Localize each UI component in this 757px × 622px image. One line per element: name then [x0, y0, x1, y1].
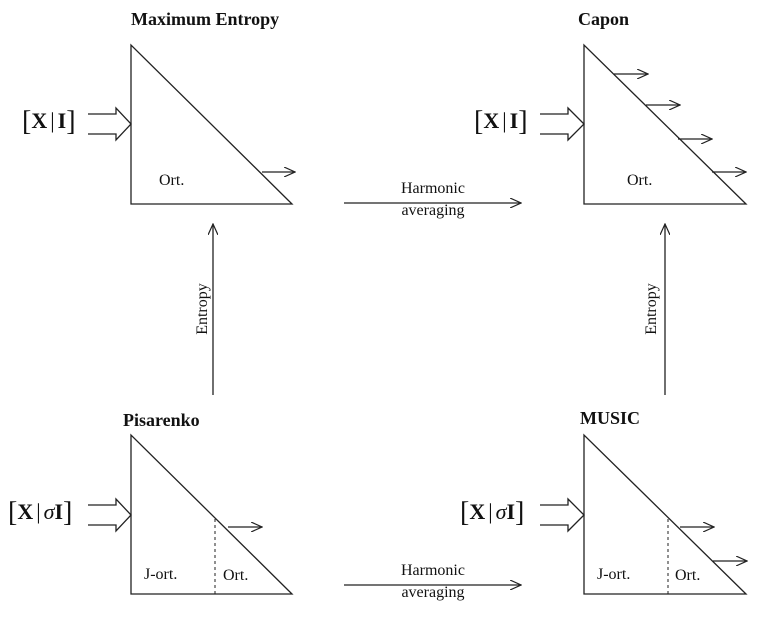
region-label-music-jort: J-ort.: [597, 566, 631, 583]
edge-bottom-label-line2: averaging: [401, 584, 465, 601]
region-label-max-entropy: Ort.: [159, 172, 185, 189]
triangle-max-entropy: [130, 43, 294, 205]
bracket-close: ]: [66, 106, 76, 137]
input-pisarenko: [X|σI]: [8, 497, 72, 529]
matrix-i: I: [57, 108, 67, 133]
edge-bottom-label-line1: Harmonic: [401, 562, 465, 579]
separator: |: [36, 499, 41, 524]
bracket-open: [: [474, 106, 484, 137]
bracket-close: ]: [515, 497, 525, 528]
bracket-open: [: [8, 497, 18, 528]
sigma-symbol: σ: [495, 499, 507, 524]
region-label-pisarenko-ort: Ort.: [223, 567, 249, 584]
hollow-arrow-pisarenko: [88, 497, 132, 533]
matrix-x: X: [31, 108, 48, 133]
separator: |: [50, 108, 55, 133]
hollow-arrow-capon: [540, 106, 585, 142]
input-capon: [X|I]: [474, 106, 528, 138]
matrix-x: X: [17, 499, 34, 524]
edge-top-label-line1: Harmonic: [401, 180, 465, 197]
edge-left-label: Entropy: [194, 283, 211, 335]
title-music: MUSIC: [580, 408, 641, 428]
input-music: [X|σI]: [460, 497, 524, 529]
bracket-close: ]: [63, 497, 73, 528]
bracket-close: ]: [518, 106, 528, 137]
region-label-capon: Ort.: [627, 172, 653, 189]
matrix-i: I: [506, 499, 516, 524]
matrix-i: I: [509, 108, 519, 133]
region-label-music-ort: Ort.: [675, 567, 701, 584]
separator: |: [488, 499, 493, 524]
edge-right-label: Entropy: [643, 283, 660, 335]
input-max-entropy: [X|I]: [22, 106, 76, 138]
triangle-capon: [583, 43, 748, 205]
edge-top-label-line2: averaging: [401, 202, 465, 219]
sigma-symbol: σ: [43, 499, 55, 524]
matrix-i: I: [54, 499, 64, 524]
hollow-arrow-max-entropy: [88, 106, 132, 142]
title-max-entropy: Maximum Entropy: [131, 9, 280, 29]
separator: |: [502, 108, 507, 133]
edge-bottom-label: Harmonic averaging: [370, 560, 496, 604]
title-capon: Capon: [578, 9, 630, 29]
bracket-open: [: [22, 106, 32, 137]
matrix-x: X: [483, 108, 500, 133]
title-pisarenko: Pisarenko: [123, 410, 200, 430]
matrix-x: X: [469, 499, 486, 524]
region-label-pisarenko-jort: J-ort.: [144, 566, 178, 583]
edge-top-label: Harmonic averaging: [370, 178, 496, 222]
bracket-open: [: [460, 497, 470, 528]
hollow-arrow-music: [540, 497, 585, 533]
